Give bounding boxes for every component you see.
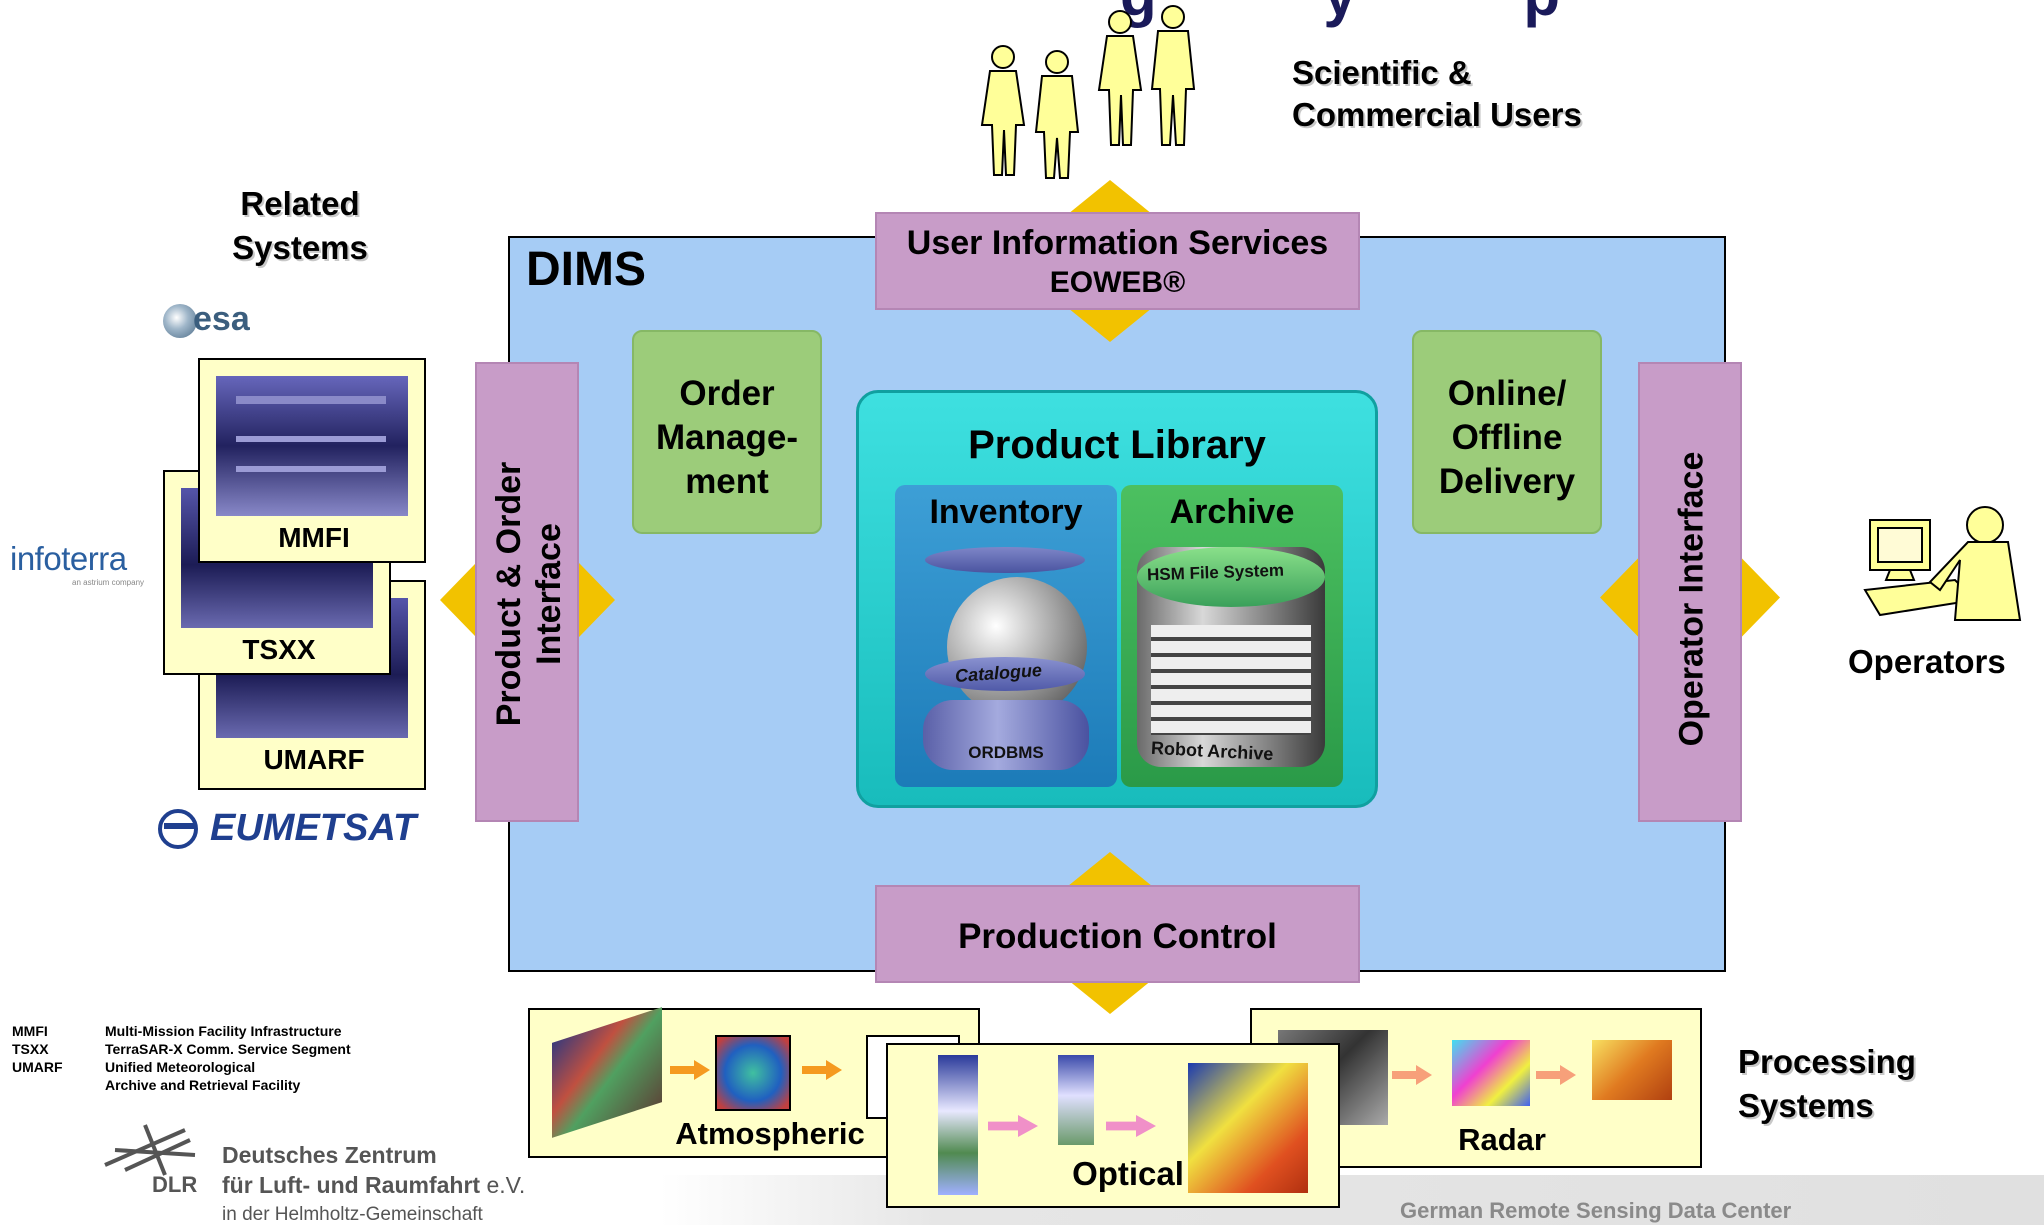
catalogue-disk	[925, 657, 1085, 691]
esa-logo-icon	[163, 304, 197, 338]
globe-icon	[947, 577, 1087, 717]
inventory-disk-top	[925, 547, 1085, 573]
operators-label: Operators	[1848, 643, 2006, 680]
arrow-icon	[1106, 1115, 1156, 1137]
eumetsat-logo: EUMETSAT	[158, 805, 438, 855]
radar-interferogram-image	[1452, 1040, 1530, 1106]
esa-logo: esa	[163, 300, 283, 340]
users-figures-icon	[980, 5, 1196, 179]
arrow-icon	[1536, 1065, 1576, 1085]
inventory-panel: Inventory Catalogue ORDBMS	[895, 485, 1117, 787]
archive-panel: Archive HSM File System Robot Archive	[1121, 485, 1343, 787]
dlr-logo-icon	[104, 1124, 196, 1176]
dims-title: DIMS	[526, 243, 646, 296]
users-label: Scientific & Commercial Users	[1292, 54, 1582, 133]
header-title-fragment: g y p	[1120, 0, 1560, 29]
arrow-icon	[670, 1060, 710, 1080]
dlr-text: Deutsches Zentrum für Luft- und Raumfahr…	[222, 1142, 526, 1225]
product-library-box[interactable]: Product Library Inventory Catalogue ORDB…	[856, 390, 1378, 808]
radar-dem-image	[1592, 1040, 1672, 1100]
online-offline-delivery-box[interactable]: Online/ Offline Delivery	[1412, 330, 1602, 534]
footer-center-text: German Remote Sensing Data Center	[1400, 1198, 1792, 1223]
mmfi-box: MMFI	[198, 358, 426, 563]
robot-archive-image	[1151, 625, 1311, 735]
optical-europe-stack-image	[1188, 1063, 1308, 1193]
order-management-box[interactable]: Order Manage- ment	[632, 330, 822, 534]
processing-systems-label: Processing Systems	[1738, 1043, 1916, 1124]
operator-interface-button[interactable]: Operator Interface	[1638, 362, 1742, 822]
product-order-interface-button[interactable]: Product & Order Interface	[475, 362, 579, 822]
arrow-icon	[1392, 1065, 1432, 1085]
eumetsat-icon	[158, 809, 198, 849]
legend-row: Archive and Retrieval Facility	[105, 1077, 301, 1093]
atmospheric-globe-image	[715, 1035, 791, 1111]
user-information-services-button[interactable]: User Information Services EOWEB®	[875, 212, 1360, 310]
arrow-icon	[988, 1115, 1038, 1137]
production-control-button[interactable]: Production Control	[875, 885, 1360, 983]
optical-strip-1-image	[938, 1055, 978, 1195]
dlr-abbr: DLR	[152, 1172, 198, 1197]
ordbms-cylinder	[923, 700, 1089, 770]
footer-band	[660, 1175, 2044, 1225]
mmfi-server-image	[216, 376, 408, 516]
hsm-cylinder-top	[1137, 547, 1325, 607]
related-systems-label: Related Systems	[232, 185, 368, 266]
infoterra-logo: infoterra an astrium company	[10, 540, 145, 587]
operator-workstation-icon	[1863, 506, 2022, 621]
arrow-icon	[802, 1060, 842, 1080]
optical-strip-2-image	[1058, 1055, 1094, 1145]
optical-box: Optical	[886, 1043, 1340, 1208]
